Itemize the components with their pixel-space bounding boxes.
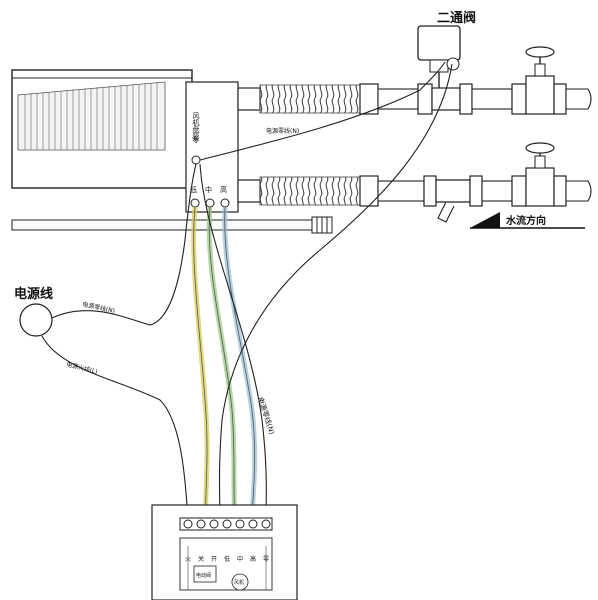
terminal-mid-label: 中: [237, 555, 243, 563]
neutral-wire-center-label: 电源零线(N): [256, 396, 277, 436]
neutral-wire-to-valve: [199, 61, 446, 161]
terminal-open-label: 开: [211, 556, 217, 563]
speed-mid-label: 中: [205, 185, 212, 194]
mid-speed-wire: [206, 206, 239, 523]
coil-fins: [17, 81, 166, 151]
two-way-valve: [417, 25, 461, 88]
fan-motor-label: 风机: [234, 579, 244, 586]
flow-direction-label: 水流方向: [505, 214, 546, 227]
low-terminal: [190, 198, 200, 208]
low-speed-wire: [191, 206, 210, 523]
neutral-terminal: [191, 155, 201, 165]
valve-control-wire: [218, 63, 453, 523]
terminal-high-label: 高: [250, 555, 256, 563]
power-source: [19, 303, 53, 337]
speed-high-label: 高: [220, 185, 227, 194]
thermostat: 火 关 开 低 中 高 零 电动阀 风机: [151, 504, 298, 600]
supply-pipe: [237, 75, 592, 115]
mid-terminal: [205, 198, 215, 208]
gate-valve-top: [525, 46, 555, 77]
junction-box: 风机盘管 零 低 中 高: [185, 81, 239, 213]
return-pipe: [237, 167, 592, 223]
neutral-wire-center: [199, 163, 267, 523]
neutral-terminal-label: 零: [192, 136, 199, 144]
motorized-valve-label: 电动阀: [196, 572, 211, 579]
fan-coil-title: 风机盘管: [192, 112, 200, 141]
neutral-wire-left-label: 电源零线(N): [82, 300, 116, 315]
neutral-wire-left: [51, 163, 197, 326]
high-terminal: [220, 198, 230, 208]
live-wire-label: 电源火线(L): [66, 360, 99, 376]
terminal-low-label: 低: [224, 555, 230, 563]
gate-valve-bottom: [525, 142, 555, 169]
power-line-label: 电源线: [14, 286, 53, 302]
live-wire: [41, 335, 189, 521]
terminal-close-label: 关: [198, 555, 204, 563]
high-speed-wire: [222, 206, 258, 523]
thermostat-terminals: [183, 519, 271, 529]
fan-coil-unit: [11, 69, 333, 234]
neutral-wire-top-label: 电源零线(N): [266, 127, 299, 135]
flow-direction-arrow: [470, 212, 585, 229]
motorized-valve-box: [193, 565, 217, 583]
two-way-valve-label: 二通阀: [437, 10, 476, 26]
speed-low-label: 低: [190, 185, 197, 194]
